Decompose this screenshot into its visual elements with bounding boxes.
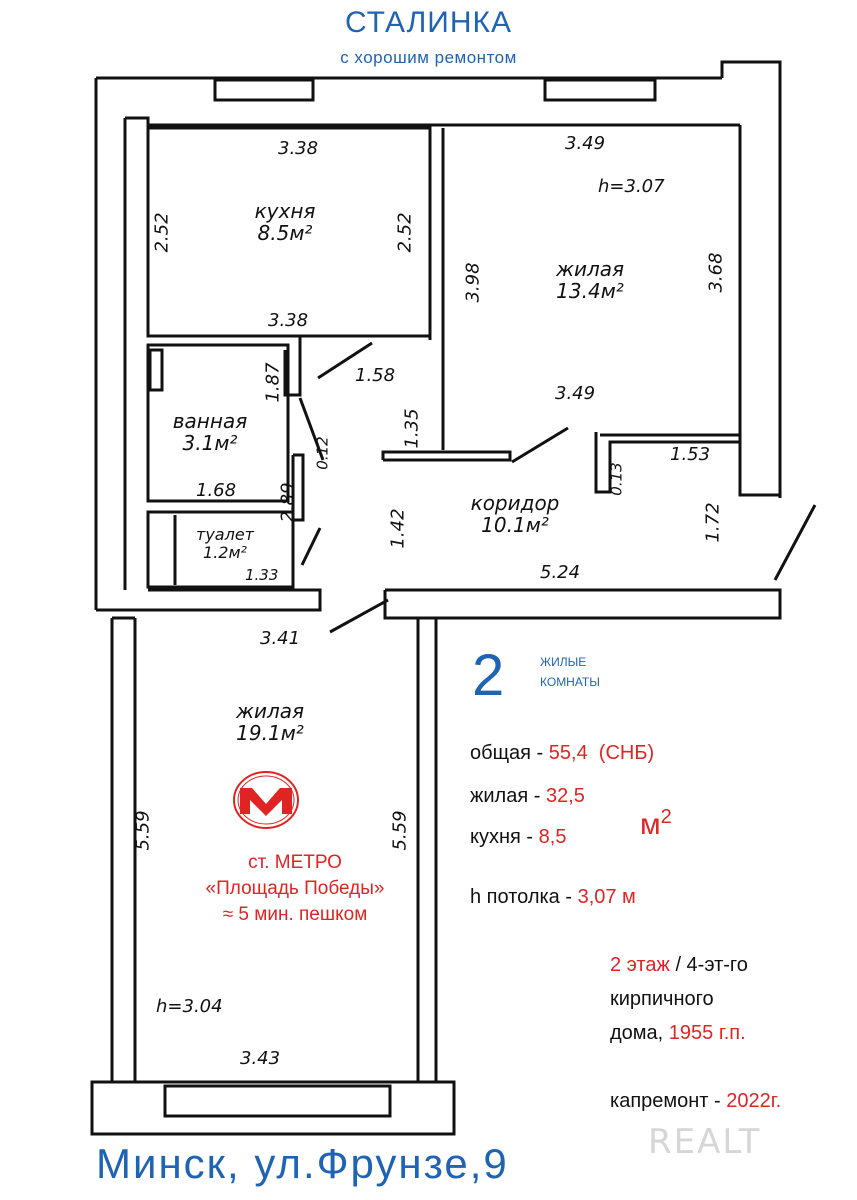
dim-corridor-142: 1.42: [387, 508, 409, 549]
page-title: СТАЛИНКА: [344, 6, 513, 39]
dim-toilet-bottom: 1.33: [245, 566, 279, 584]
dim-kitchen-bottom: 3.38: [268, 310, 309, 331]
page-subtitle: с хорошим ремонтом: [340, 48, 517, 67]
dim-living1-top: 3.49: [565, 133, 606, 154]
dim-kitchen-left: 2.52: [151, 212, 173, 253]
area-unit: м2: [640, 806, 672, 841]
dim-living2-height: h=3.04: [156, 996, 223, 1017]
dim-closet-013: 0.13: [607, 462, 626, 496]
dim-wall-135: 1.35: [401, 408, 423, 449]
dim-living1-height: h=3.07: [598, 176, 665, 197]
metro-info: ст. МЕТРО «Площадь Победы» ≈ 5 мин. пешк…: [205, 852, 385, 925]
dim-living2-left: 5.59: [132, 810, 154, 851]
room-bath: ванная 3.1м²: [172, 409, 248, 455]
dim-kitchen-right: 2.52: [394, 212, 416, 253]
room-toilet: туалет 1.2м²: [196, 525, 254, 562]
dim-bath-289: 2.89: [277, 482, 299, 523]
dim-corridor-bottom: 5.24: [540, 562, 581, 583]
kitchen-area: кухня - 8,5: [470, 826, 567, 848]
dim-living2-bottom: 3.43: [240, 1048, 281, 1069]
metro-logo-icon: [233, 771, 299, 829]
build-year: дома, 1955 г.п.: [610, 1022, 746, 1044]
dim-living2-top: 3.41: [260, 628, 301, 649]
rooms-label: ЖИЛЫЕ КОМНАТЫ: [540, 655, 600, 689]
dim-living1-bottom: 3.49: [555, 383, 596, 404]
dim-door-158: 1.58: [355, 365, 396, 386]
dim-bath-bottom: 1.68: [196, 480, 237, 501]
rooms-count: 2: [472, 643, 505, 708]
watermark-logo: REALT: [648, 1122, 762, 1162]
dim-closet-153: 1.53: [670, 444, 711, 465]
room-living-1: жилая 13.4м²: [555, 257, 625, 303]
living-area: жилая - 32,5: [470, 785, 585, 807]
renovation-year: капремонт - 2022г.: [610, 1090, 782, 1112]
dim-living1-left: 3.98: [462, 262, 484, 303]
room-corridor: коридор 10.1м²: [470, 491, 560, 537]
dim-bath-side: 1.87: [262, 362, 284, 403]
outer-right-wall-inner: [738, 125, 780, 497]
dim-corridor-172: 1.72: [702, 502, 724, 543]
outer-right-wall-outer: [720, 60, 782, 498]
dim-wall-012: 0.12: [313, 436, 332, 470]
floor-info: 2 этаж / 4-эт-го: [610, 954, 748, 976]
dim-living1-right: 3.68: [705, 252, 727, 293]
dim-living2-right: 5.59: [389, 810, 411, 851]
room-kitchen: кухня 8.5м²: [254, 199, 316, 245]
ceiling-height: h потолка - 3,07 м: [470, 886, 636, 908]
address: Минск, ул.Фрунзе,9: [96, 1140, 509, 1187]
dim-kitchen-top: 3.38: [278, 138, 319, 159]
total-area: общая - 55,4 (СНБ): [470, 742, 655, 764]
building-type: кирпичного: [610, 988, 714, 1010]
room-living-2: жилая 19.1м²: [235, 699, 305, 745]
